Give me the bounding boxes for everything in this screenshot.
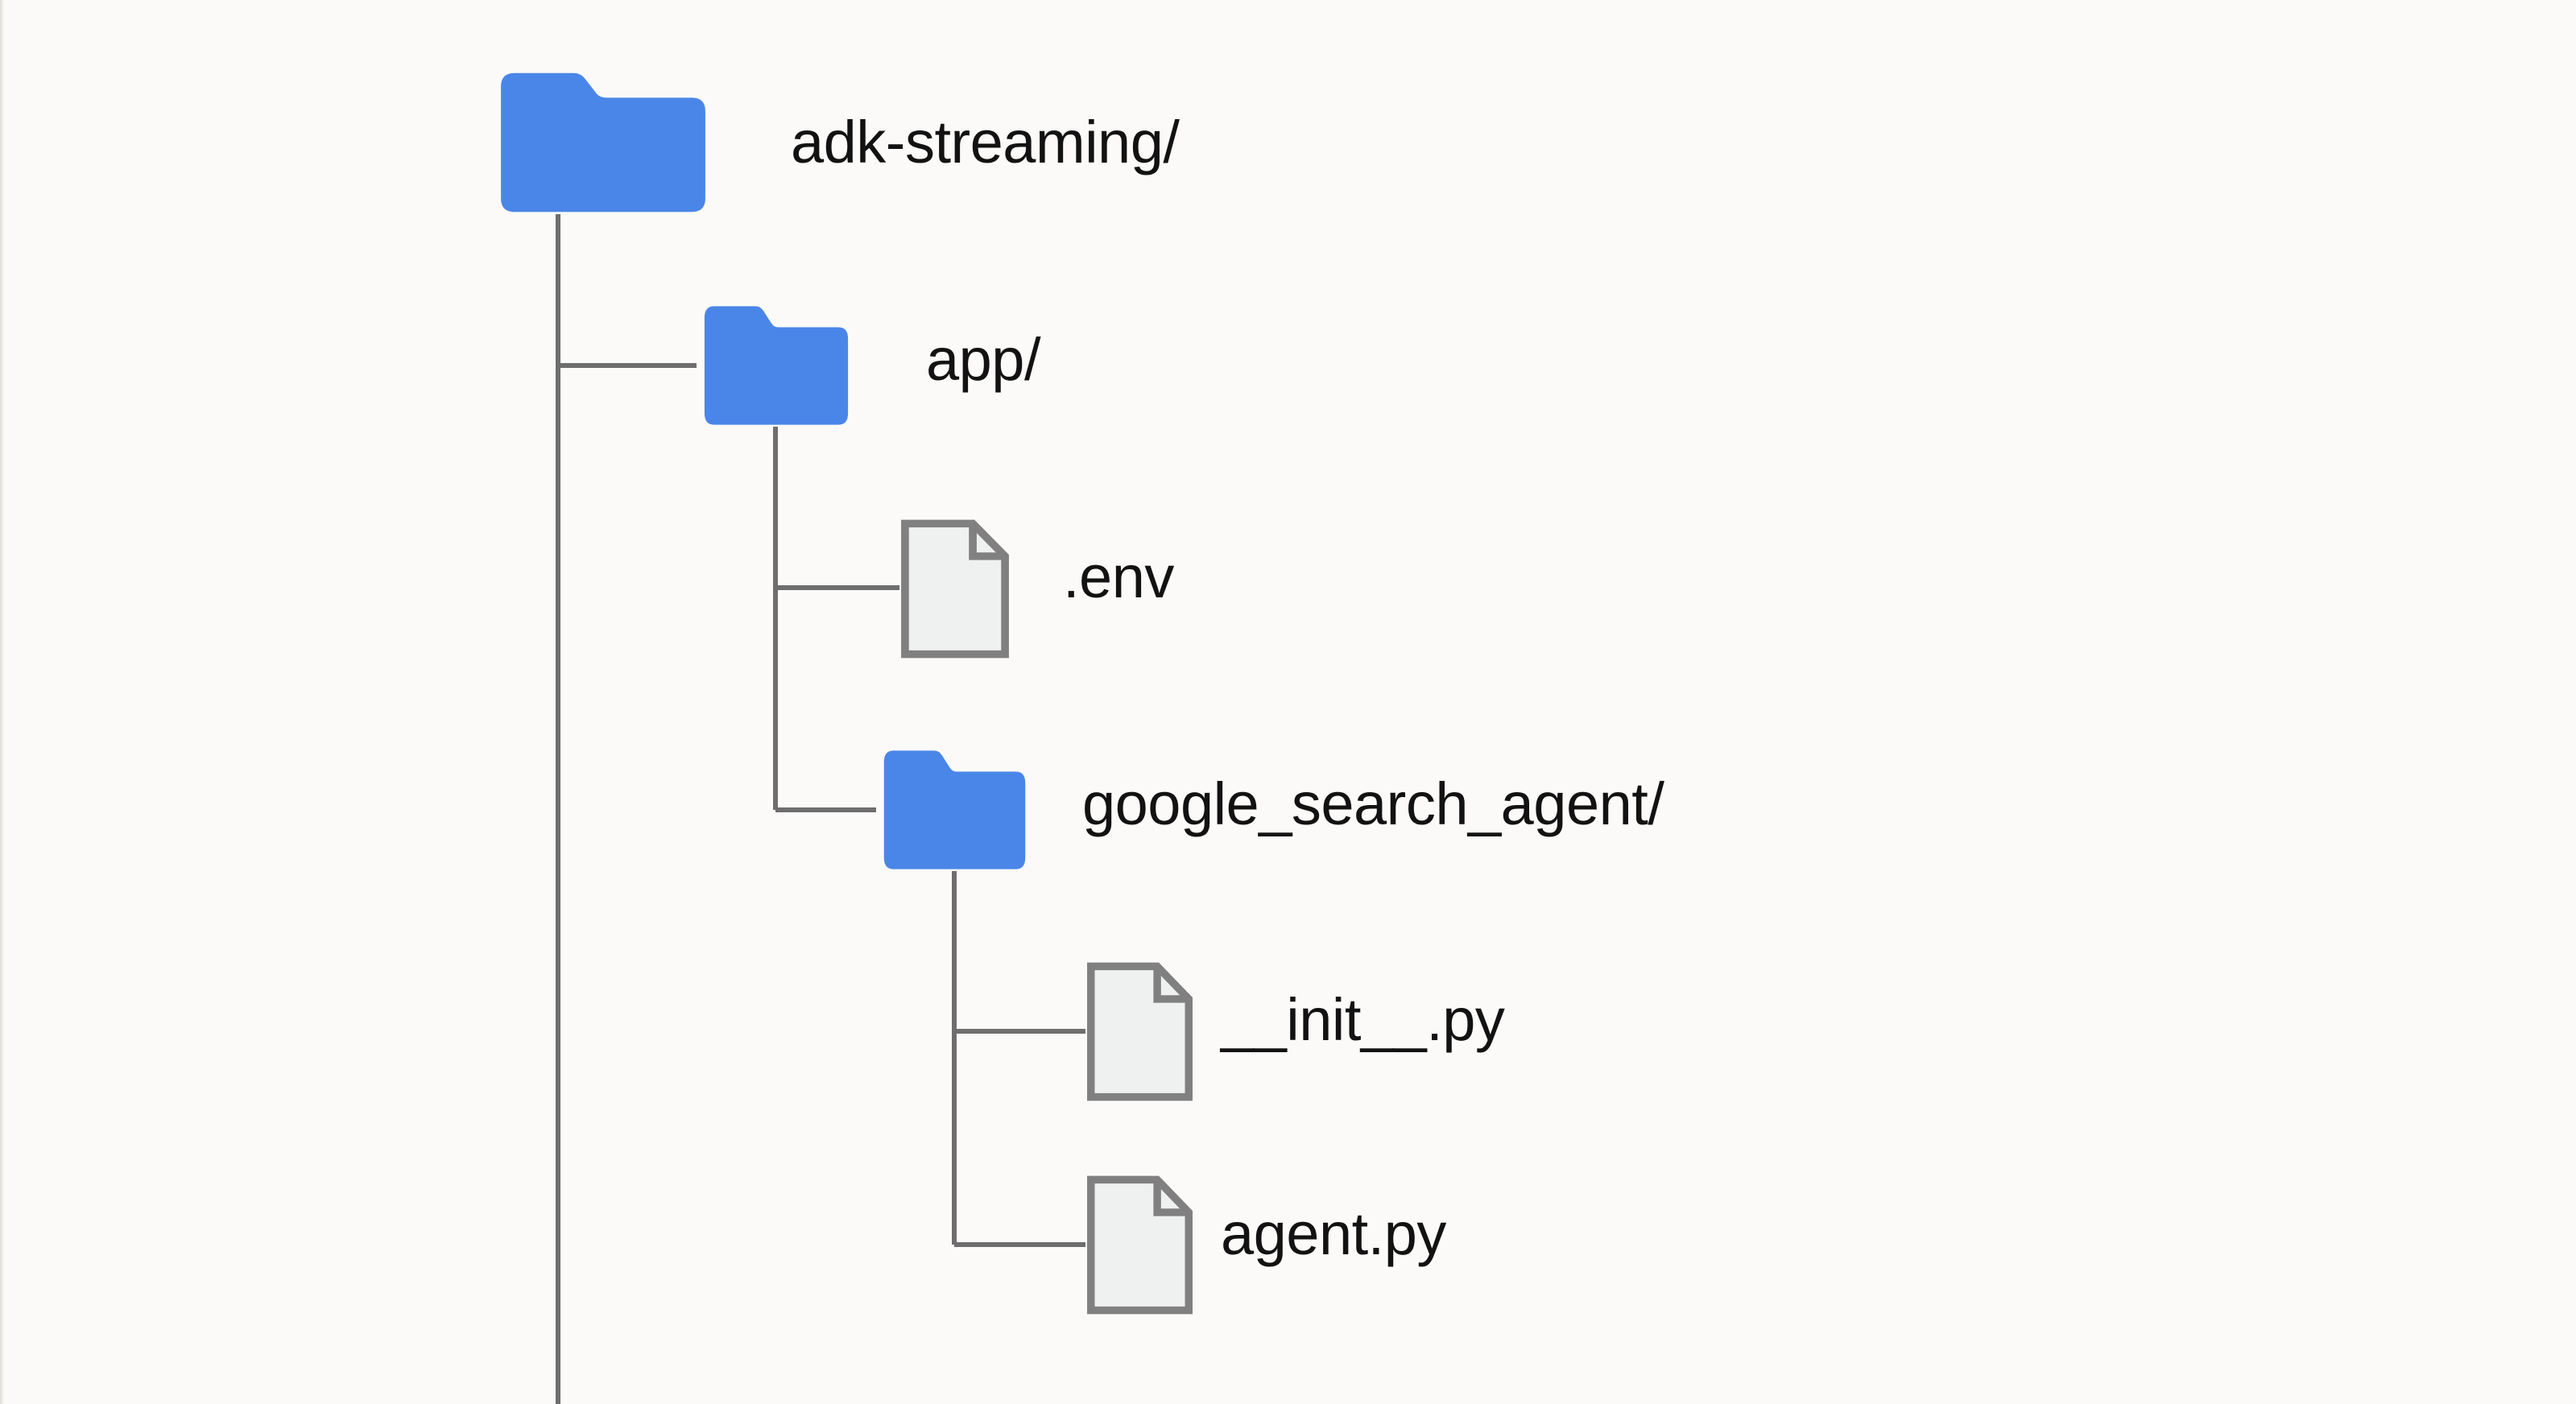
node-label-google_search_agent: google_search_agent/ xyxy=(1082,770,1664,837)
folder-icon[interactable] xyxy=(883,750,1026,869)
node-label-agent_py: agent.py xyxy=(1221,1200,1446,1267)
folder-icon[interactable] xyxy=(501,72,705,213)
node-label-env: .env xyxy=(1063,543,1174,610)
node-icons xyxy=(501,72,1189,1311)
node-label-init_py: __init__.py xyxy=(1221,986,1505,1053)
file-icon[interactable] xyxy=(905,523,1005,654)
file-icon[interactable] xyxy=(1091,1179,1189,1310)
node-label-app: app/ xyxy=(926,326,1041,393)
connector-lines xyxy=(556,214,1085,1404)
node-label-root: adk-streaming/ xyxy=(791,109,1180,176)
left-edge-artifact xyxy=(0,0,4,1404)
file-icon[interactable] xyxy=(1091,966,1189,1096)
folder-icon[interactable] xyxy=(704,306,849,425)
